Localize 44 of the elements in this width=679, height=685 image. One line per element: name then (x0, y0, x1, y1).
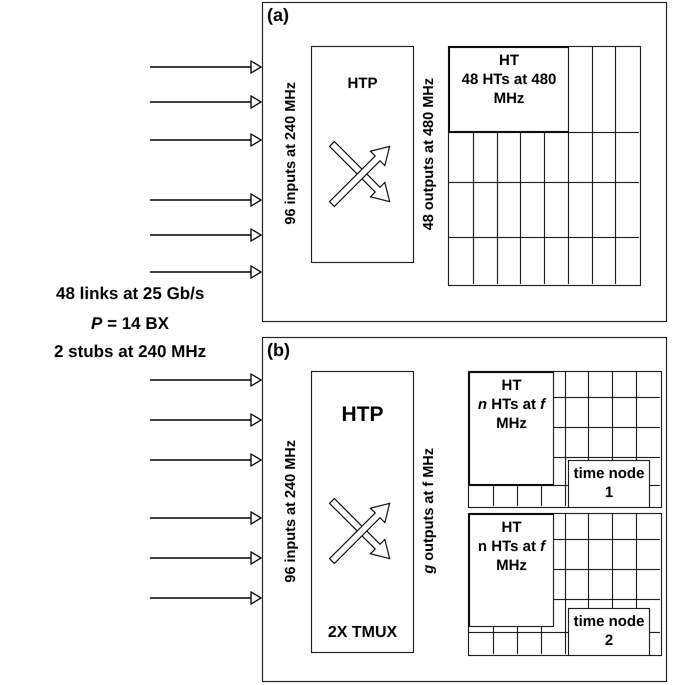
block-subtitle: n HTs at f MHz (476, 396, 548, 434)
block-title: HTP (340, 402, 384, 428)
ht-box (449, 47, 569, 132)
link-parameter-text: 48 links at 25 Gb/s (56, 284, 204, 304)
input-arrow (150, 60, 262, 74)
link-parameter-text: 2 stubs at 240 MHz (54, 342, 206, 362)
htp-box (311, 46, 414, 263)
time-node-box (568, 608, 650, 656)
fpga-panel (262, 2, 667, 322)
input-arrow (150, 551, 262, 565)
node-label: time node 1 (572, 465, 646, 502)
input-arrow (150, 413, 262, 427)
input-arrow (150, 265, 262, 279)
block-subtitle: n HTs at f MHz (476, 538, 548, 576)
htp-box (311, 371, 414, 653)
input-arrow (150, 511, 262, 525)
input-arrow (150, 95, 262, 109)
block-title: HT (500, 519, 522, 538)
block-title: HTP (346, 75, 378, 93)
fpga-panel (262, 337, 667, 682)
port-label: g outputs at f MHz (421, 448, 438, 574)
link-parameter-text: P = 14 BX (91, 314, 169, 334)
block-title: HT (498, 52, 520, 71)
input-arrow (150, 228, 262, 242)
grid-block (448, 46, 641, 286)
input-arrow (150, 373, 262, 387)
input-arrow (150, 133, 262, 147)
ht-box (469, 372, 554, 485)
block-subtitle: 2X TMUX (326, 622, 398, 642)
node-label: time node 2 (572, 613, 646, 650)
port-label: 48 outputs at 480 MHz (421, 78, 438, 230)
grid-block (468, 371, 662, 508)
time-node-box (568, 460, 650, 508)
panel-label: (b) (267, 340, 290, 362)
port-label: 96 inputs at 240 MHz (283, 82, 300, 225)
panel-label: (a) (267, 5, 289, 27)
ht-box (469, 514, 554, 627)
block-title: HT (500, 377, 522, 396)
block-subtitle: 48 HTs at 480 MHz (460, 70, 558, 108)
input-arrow (150, 591, 262, 605)
input-arrow (150, 193, 262, 207)
input-arrow (150, 453, 262, 467)
grid-block (468, 513, 662, 656)
port-label: 96 inputs at 240 MHz (283, 440, 300, 582)
